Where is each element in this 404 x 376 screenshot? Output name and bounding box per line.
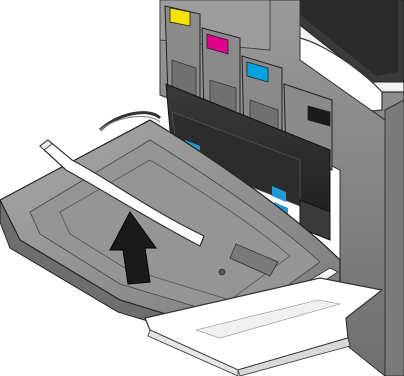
printer-illustration [0, 0, 404, 376]
printer-front-open-illustration [0, 0, 404, 376]
